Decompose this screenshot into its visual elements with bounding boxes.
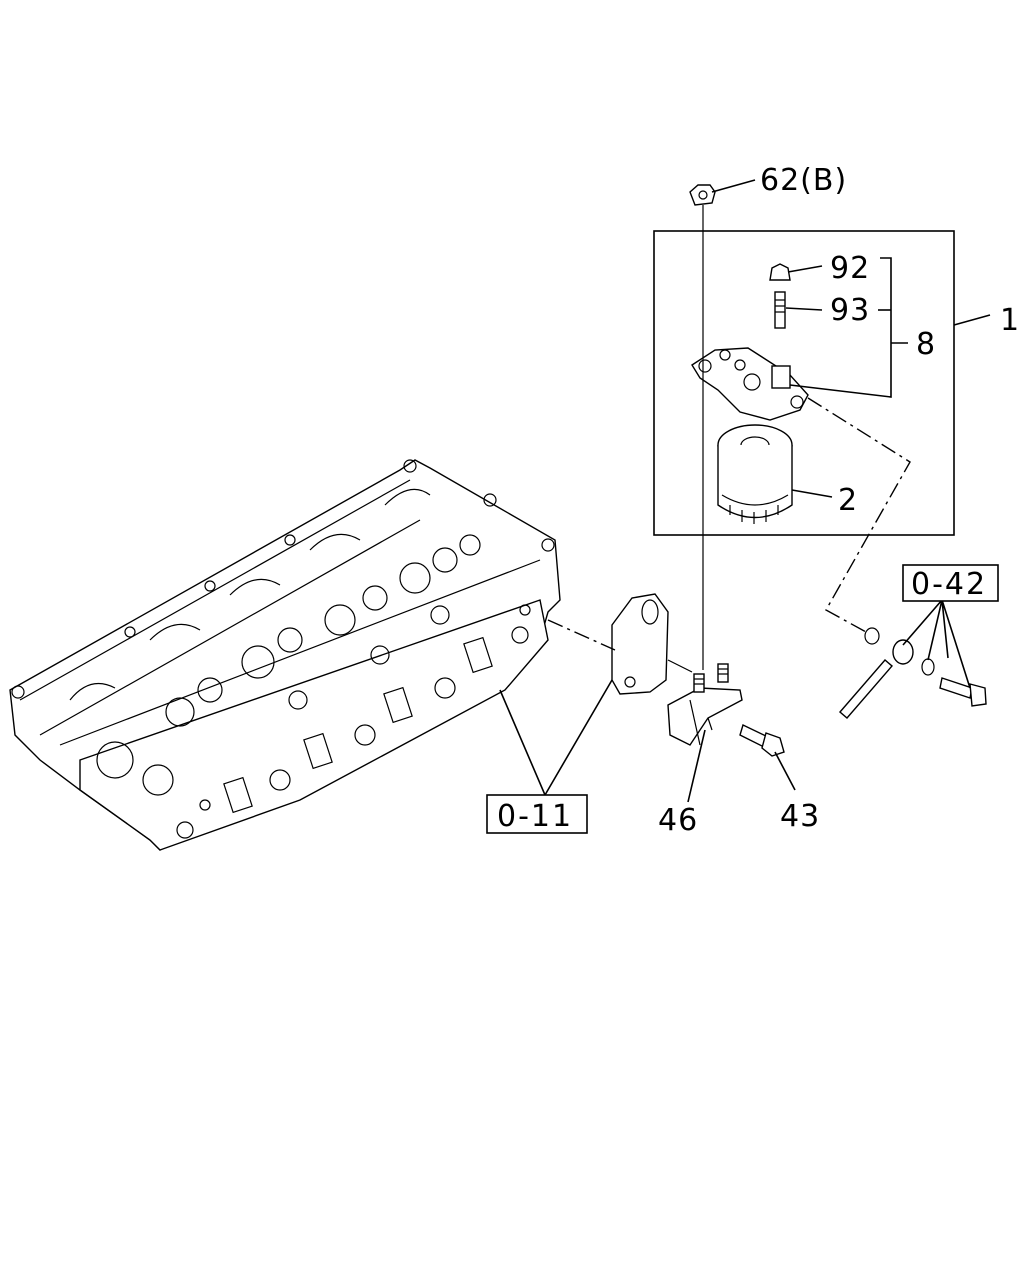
reference-box-0-42: [902, 564, 999, 602]
reference-box-0-11: [486, 794, 588, 834]
callout-92: 92: [830, 251, 870, 286]
callout-1: 1: [1000, 303, 1020, 338]
callout-8: 8: [916, 327, 936, 362]
bracket-centerline: [547, 619, 616, 651]
filter-assembly-box: [653, 230, 955, 536]
cylinder-head-drawing: [9, 459, 561, 851]
flange-nut-drawing: [689, 184, 716, 206]
callout-62b: 62(B): [760, 163, 847, 198]
callout-43: 43: [780, 799, 820, 834]
fuel-pipe-parts-drawing: [839, 627, 987, 719]
fuel-pipe-centerline: [807, 397, 911, 633]
filter-head-drawing: [691, 347, 809, 421]
callout-46: 46: [658, 803, 698, 838]
bleeder-plug-drawing: [774, 291, 786, 329]
callout-93: 93: [830, 293, 870, 328]
filter-cartridge-drawing: [717, 424, 793, 524]
reference-0-11: 0-11: [497, 799, 573, 834]
reference-0-42: 0-42: [911, 567, 987, 602]
filter-support-bracket-drawing: [667, 663, 743, 746]
bolt-43-drawing: [739, 724, 785, 757]
callout-2: 2: [838, 483, 858, 518]
cap-drawing: [769, 263, 791, 281]
mounting-bracket-drawing: [611, 593, 693, 695]
